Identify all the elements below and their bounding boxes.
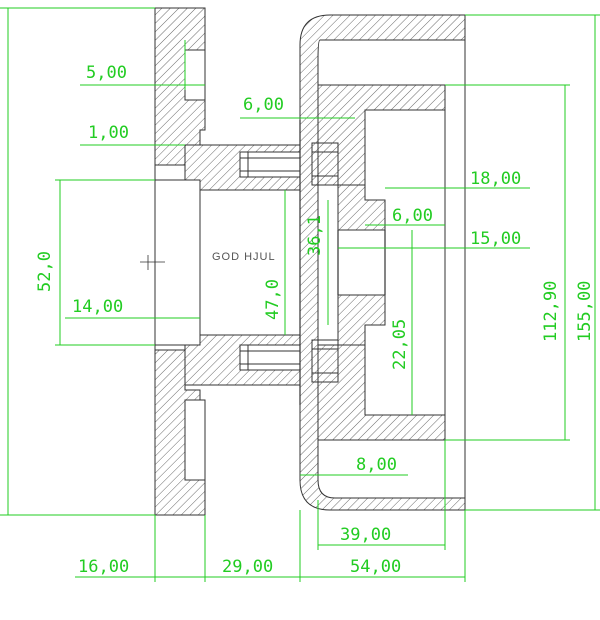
dim-18: 18,00 <box>470 169 521 189</box>
dim-29: 29,00 <box>222 557 273 577</box>
part-label: GOD HJUL <box>212 251 276 263</box>
dim-15: 15,00 <box>470 229 521 249</box>
dim-22: 22,05 <box>390 319 410 370</box>
dim-39: 39,00 <box>340 525 391 545</box>
dim-6-top: 6,00 <box>243 95 284 115</box>
dim-112: 112,90 <box>541 281 561 342</box>
dim-155: 155,00 <box>575 281 595 342</box>
wheel <box>299 14 466 511</box>
dim-54: 54,00 <box>350 557 401 577</box>
dim-36: 36,1 <box>305 215 325 256</box>
dim-8: 8,00 <box>356 455 397 475</box>
dim-47: 47,0 <box>263 279 283 320</box>
dim-52: 52,0 <box>35 251 55 292</box>
dim-14: 14,00 <box>72 297 123 317</box>
dim-1: 1,00 <box>88 123 129 143</box>
dim-16: 16,00 <box>78 557 129 577</box>
dim-5: 5,00 <box>86 63 127 83</box>
dim-6-right: 6,00 <box>392 206 433 226</box>
dimension-lines <box>0 7 600 582</box>
